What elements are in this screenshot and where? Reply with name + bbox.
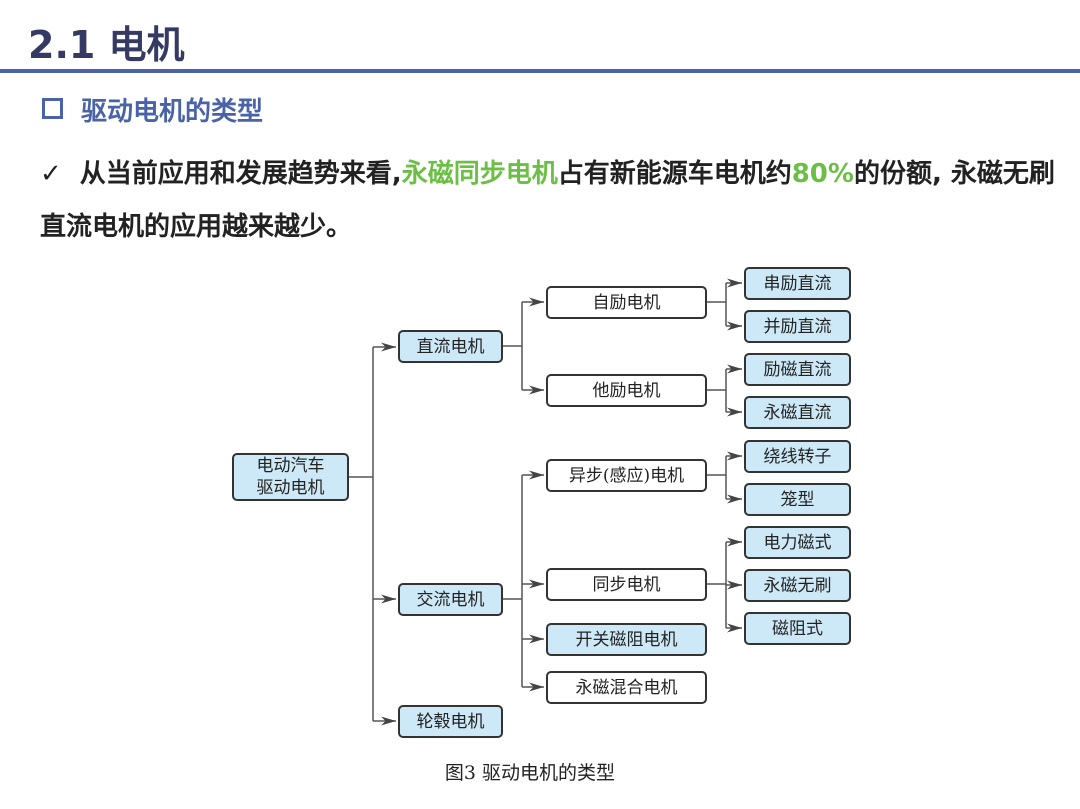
node-pm-hybrid: 永磁混合电机 — [546, 671, 707, 704]
node-pm-brushless: 永磁无刷 — [744, 569, 851, 602]
text: 从当前应用和发展趋势来看, — [79, 159, 402, 189]
node-self-excited: 自励电机 — [546, 286, 707, 319]
text: 占有新能源车电机约 — [557, 159, 792, 189]
node-wound-rotor: 绕线转子 — [744, 440, 851, 473]
node-async: 异步(感应)电机 — [546, 459, 707, 492]
node-separately-excited: 他励电机 — [546, 374, 707, 407]
section-heading: 驱动电机的类型 — [42, 91, 263, 128]
node-electromagnetic: 电力磁式 — [744, 526, 851, 559]
highlight-percent: 80% — [791, 159, 854, 189]
node-srm: 开关磁阻电机 — [546, 623, 707, 656]
check-icon: ✓ — [40, 159, 62, 189]
node-dc-motor: 直流电机 — [398, 330, 503, 363]
node-squirrel-cage: 笼型 — [744, 483, 851, 516]
node-sync: 同步电机 — [546, 568, 707, 601]
section-heading-text: 驱动电机的类型 — [81, 97, 264, 127]
node-ac-motor: 交流电机 — [398, 583, 503, 616]
title-divider — [0, 69, 1080, 73]
bullet-paragraph: ✓ 从当前应用和发展趋势来看,永磁同步电机占有新能源车电机约80%的份额, 永磁无… — [40, 148, 1060, 254]
node-reluctance: 磁阻式 — [744, 612, 851, 645]
figure-caption: 图3 驱动电机的类型 — [444, 762, 616, 784]
node-field-dc: 励磁直流 — [744, 353, 851, 386]
node-shunt-dc: 并励直流 — [744, 310, 851, 343]
square-bullet-icon — [42, 98, 63, 119]
page-title: 2.1 电机 — [28, 23, 185, 67]
highlight-text: 永磁同步电机 — [401, 159, 558, 189]
node-pm-dc: 永磁直流 — [744, 396, 851, 429]
node-hub-motor: 轮毂电机 — [398, 705, 503, 738]
node-series-dc: 串励直流 — [744, 267, 851, 300]
node-root: 电动汽车 驱动电机 — [232, 453, 349, 501]
text: 的份额, 永磁无刷直流电机的应用越来越少。 — [40, 159, 1055, 242]
